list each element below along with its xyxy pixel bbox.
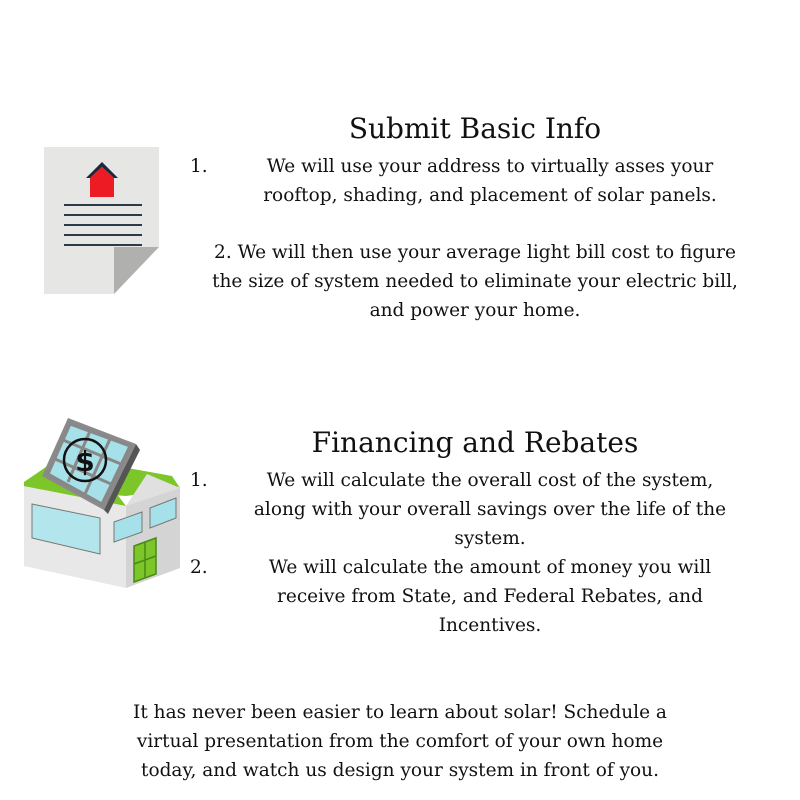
section1-item2-line2: the size of system needed to eliminate y… bbox=[212, 271, 738, 292]
section1-title: Submit Basic Info bbox=[348, 112, 602, 145]
section2-title: Financing and Rebates bbox=[311, 426, 639, 459]
section1-item1-number: 1. bbox=[190, 156, 208, 177]
footer-line2: virtual presentation from the comfort of… bbox=[136, 731, 664, 752]
section1-item2-line3: and power your home. bbox=[369, 300, 581, 321]
section2-item1-line1: We will calculate the overall cost of th… bbox=[266, 470, 714, 491]
section2-item2-line1: We will calculate the amount of money yo… bbox=[268, 557, 712, 578]
section1-item1-line1: We will use your address to virtually as… bbox=[266, 156, 714, 177]
section2-item1-line2: along with your overall savings over the… bbox=[253, 499, 727, 520]
section2-item1-line3: system. bbox=[454, 528, 526, 549]
section2-item1-number: 1. bbox=[190, 470, 208, 491]
section2-item2-line3: Incentives. bbox=[438, 615, 542, 636]
document-house-icon bbox=[44, 147, 159, 294]
section2-item2-line2: receive from State, and Federal Rebates,… bbox=[277, 586, 703, 607]
svg-text:$: $ bbox=[75, 445, 94, 478]
footer-line1: It has never been easier to learn about … bbox=[133, 702, 667, 723]
solar-house-dollar-icon: $ bbox=[24, 418, 180, 588]
section2-item2-number: 2. bbox=[190, 557, 208, 578]
footer-line3: today, and watch us design your system i… bbox=[141, 760, 659, 781]
section1-item1-line2: rooftop, shading, and placement of solar… bbox=[263, 185, 717, 206]
section1-item2-line1: 2. We will then use your average light b… bbox=[214, 242, 736, 263]
